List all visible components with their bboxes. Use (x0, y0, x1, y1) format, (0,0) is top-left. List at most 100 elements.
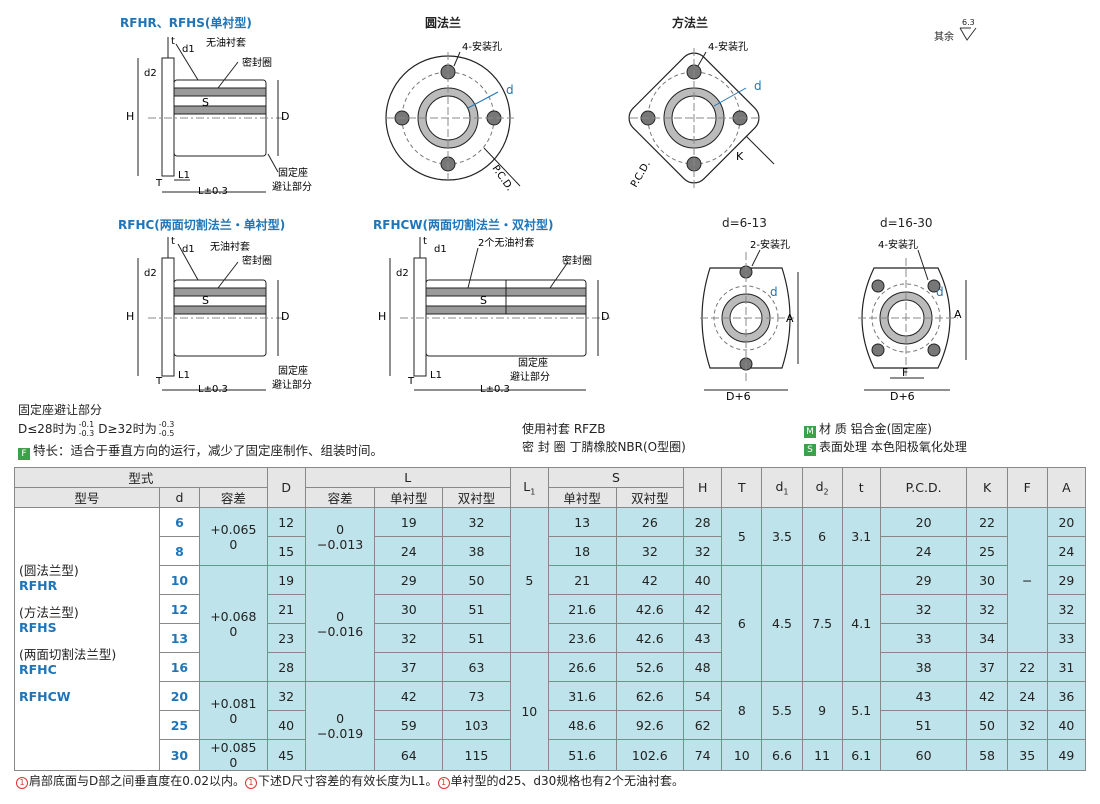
large-a-label: A (954, 308, 962, 321)
cell-L1: 5 (509, 507, 549, 653)
cell-d2: 7.5 (801, 565, 843, 682)
avoid-tol-a-bot: -0.3 (78, 429, 95, 438)
rfhr-l1-label: L1 (178, 170, 190, 181)
cut-flange-small-drawing: 2-安装孔 d A D+6 (700, 238, 799, 403)
rfhc-h-label: H (126, 310, 134, 323)
th-F: F (1006, 467, 1048, 508)
cell-d1: 6.6 (761, 739, 803, 771)
small-d-label: d (770, 285, 778, 299)
avoid-tol-a-top: -0.1 (78, 420, 95, 429)
cell-L-double: 103 (442, 710, 511, 740)
cell-H: 54 (683, 681, 723, 711)
th-L-single: 单衬型 (374, 487, 444, 508)
th-S-single: 单衬型 (547, 487, 617, 508)
cell-L-double: 51 (442, 623, 511, 653)
cell-K: 42 (966, 681, 1008, 711)
cell-H: 62 (683, 710, 723, 740)
cell-t: 3.1 (841, 507, 881, 566)
rfhcw-d2-label: d2 (396, 268, 409, 279)
th-t: t (841, 467, 881, 508)
avoid-rule-b: D≥32时为 (98, 422, 157, 436)
surface-icon: S (804, 444, 816, 456)
th-S-double: 双衬型 (615, 487, 685, 508)
cell-A: 32 (1046, 594, 1087, 624)
rfhcw-d-label: D (601, 310, 609, 323)
rfhc-d-label: D (281, 310, 289, 323)
cell-D: 21 (266, 594, 306, 624)
rfhcw-l-label: L±0.3 (480, 384, 510, 395)
rfhr-title: RFHR、RFHS(单衬型) (120, 16, 252, 30)
th-L1: L1 (509, 467, 549, 508)
cell-S-single: 48.6 (547, 710, 617, 740)
spec-table: 型式 D L L1 S H T d1 d2 t P.C.D. K F A 型号 … (14, 467, 1087, 771)
rfhcw-liner-label: 2个无油衬套 (478, 236, 534, 249)
rfhr-tt-label: t (171, 36, 175, 47)
footnote-mark-1: 1 (16, 777, 28, 789)
cell-T: 10 (721, 739, 763, 771)
large-d-label: d (936, 285, 944, 299)
cell-S-double: 26 (615, 507, 685, 537)
cell-d1: 5.5 (761, 681, 803, 740)
finish-label: 其余 (934, 32, 954, 43)
cell-A: 24 (1046, 536, 1087, 566)
th-model-group: 型式 (14, 467, 268, 488)
cell-D-tol: 0−0.016 (304, 565, 376, 682)
cell-pcd: 43 (879, 681, 968, 711)
cell-D-tol: 0−0.013 (304, 507, 376, 566)
cell-d2: 6 (801, 507, 843, 566)
th-d1: d1 (761, 467, 803, 508)
large-holes-label: 4-安装孔 (878, 238, 918, 251)
cell-A: 29 (1046, 565, 1087, 595)
cell-L-double: 63 (442, 652, 511, 682)
cell-F: − (1006, 507, 1048, 653)
cell-D: 15 (266, 536, 306, 566)
small-holes-label: 2-安装孔 (750, 238, 790, 251)
cell-K: 32 (966, 594, 1008, 624)
cell-A: 40 (1046, 710, 1087, 740)
d16-30-title: d=16-30 (880, 216, 933, 230)
cell-D: 23 (266, 623, 306, 653)
cell-K: 50 (966, 710, 1008, 740)
small-a-label: A (786, 312, 794, 325)
square-holes-label: 4-安装孔 (708, 40, 748, 53)
avoid-title: 固定座避让部分 (18, 403, 103, 417)
large-f-label: F (902, 366, 908, 379)
round-holes-label: 4-安装孔 (462, 40, 502, 53)
cut-flange-large-drawing: 4-安装孔 d A F D+6 (858, 238, 967, 403)
rfhc-s-label: S (202, 294, 209, 307)
surface-finish-icon (959, 27, 977, 41)
cell-S-double: 42 (615, 565, 685, 595)
feature-icon: F (18, 448, 30, 460)
finish-value: 6.3 (962, 18, 975, 27)
footnote-2: 下述D尺寸容差的有效长度为L1。 (257, 774, 438, 788)
cell-t: 5.1 (841, 681, 881, 740)
cell-F: 32 (1006, 710, 1048, 740)
th-L-double: 双衬型 (442, 487, 511, 508)
th-model: 型号 (14, 487, 160, 508)
cell-pcd: 60 (879, 739, 968, 771)
cell-L-double: 73 (442, 681, 511, 711)
cell-pcd: 20 (879, 507, 968, 537)
cell-K: 58 (966, 739, 1008, 771)
rfhc-liner-label: 无油衬套 (210, 240, 250, 253)
th-A: A (1046, 467, 1087, 508)
cell-d: 16 (158, 652, 201, 682)
th-S: S (547, 467, 685, 488)
footnote-mark-2: 1 (244, 777, 257, 789)
cell-pcd: 29 (879, 565, 968, 595)
cell-L1: 10 (509, 652, 549, 771)
cell-D: 40 (266, 710, 306, 740)
rfhr-d-label: D (281, 110, 289, 123)
cell-S-single: 21 (547, 565, 617, 595)
